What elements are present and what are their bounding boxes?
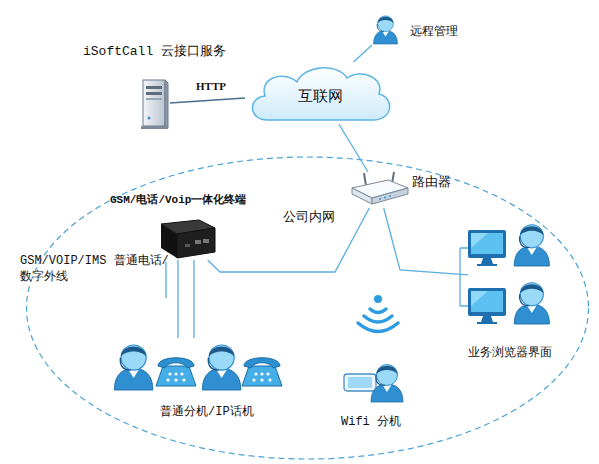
node-label: Wifi 分机 bbox=[341, 414, 401, 430]
network-link bbox=[170, 98, 245, 103]
gateway-terminal: GSM/电话/Voip一体化终端 bbox=[155, 218, 217, 260]
node-label: 远程管理 bbox=[410, 24, 458, 40]
server-icon: iSoftCall 云接口服务 bbox=[140, 78, 170, 130]
phone-user-symbol bbox=[112, 338, 282, 390]
remote-admin: 远程管理 bbox=[372, 14, 398, 52]
node-label: iSoftCall 云接口服务 bbox=[83, 44, 226, 60]
router-icon: 路由器 bbox=[348, 172, 410, 208]
node-label: GSM/电话/Voip一体化终端 bbox=[110, 192, 246, 208]
network-link bbox=[178, 260, 194, 338]
terminal-box-symbol bbox=[155, 218, 217, 260]
node-label: 公司内网 bbox=[283, 209, 335, 225]
network-link bbox=[354, 45, 372, 62]
node-label: 业务浏览器界面 bbox=[468, 344, 552, 360]
browser-users: 业务浏览器界面 bbox=[468, 222, 556, 334]
extension-phones: 普通分机/IP话机 bbox=[112, 338, 282, 390]
network-link bbox=[339, 124, 368, 172]
intranet-ellipse: 公司内网路由器GSM/电话/Voip一体化终端业务浏览器界面普通分机/IP话机W… bbox=[25, 155, 590, 461]
outside-line-wire bbox=[165, 262, 166, 298]
node-label: 路由器 bbox=[412, 174, 451, 190]
internet-cloud: 互联网 bbox=[245, 62, 395, 124]
network-link bbox=[208, 208, 370, 272]
router-symbol bbox=[348, 172, 410, 208]
wifi-signal-symbol bbox=[358, 295, 398, 332]
node-label: 互联网 bbox=[245, 88, 395, 104]
line-type-note: GSM/VOIP/IMS 普通电话/数字外线 bbox=[20, 253, 170, 285]
node-label: 普通分机/IP话机 bbox=[160, 404, 254, 420]
mobile-user-symbol bbox=[343, 362, 405, 404]
protocol-label: HTTP bbox=[196, 78, 226, 94]
network-link bbox=[384, 208, 468, 275]
monitor-user-symbol bbox=[468, 222, 556, 334]
branch-bracket bbox=[460, 248, 468, 306]
server-symbol bbox=[140, 78, 170, 130]
person-symbol bbox=[372, 14, 398, 52]
wifi-extension: Wifi 分机 bbox=[343, 362, 405, 404]
